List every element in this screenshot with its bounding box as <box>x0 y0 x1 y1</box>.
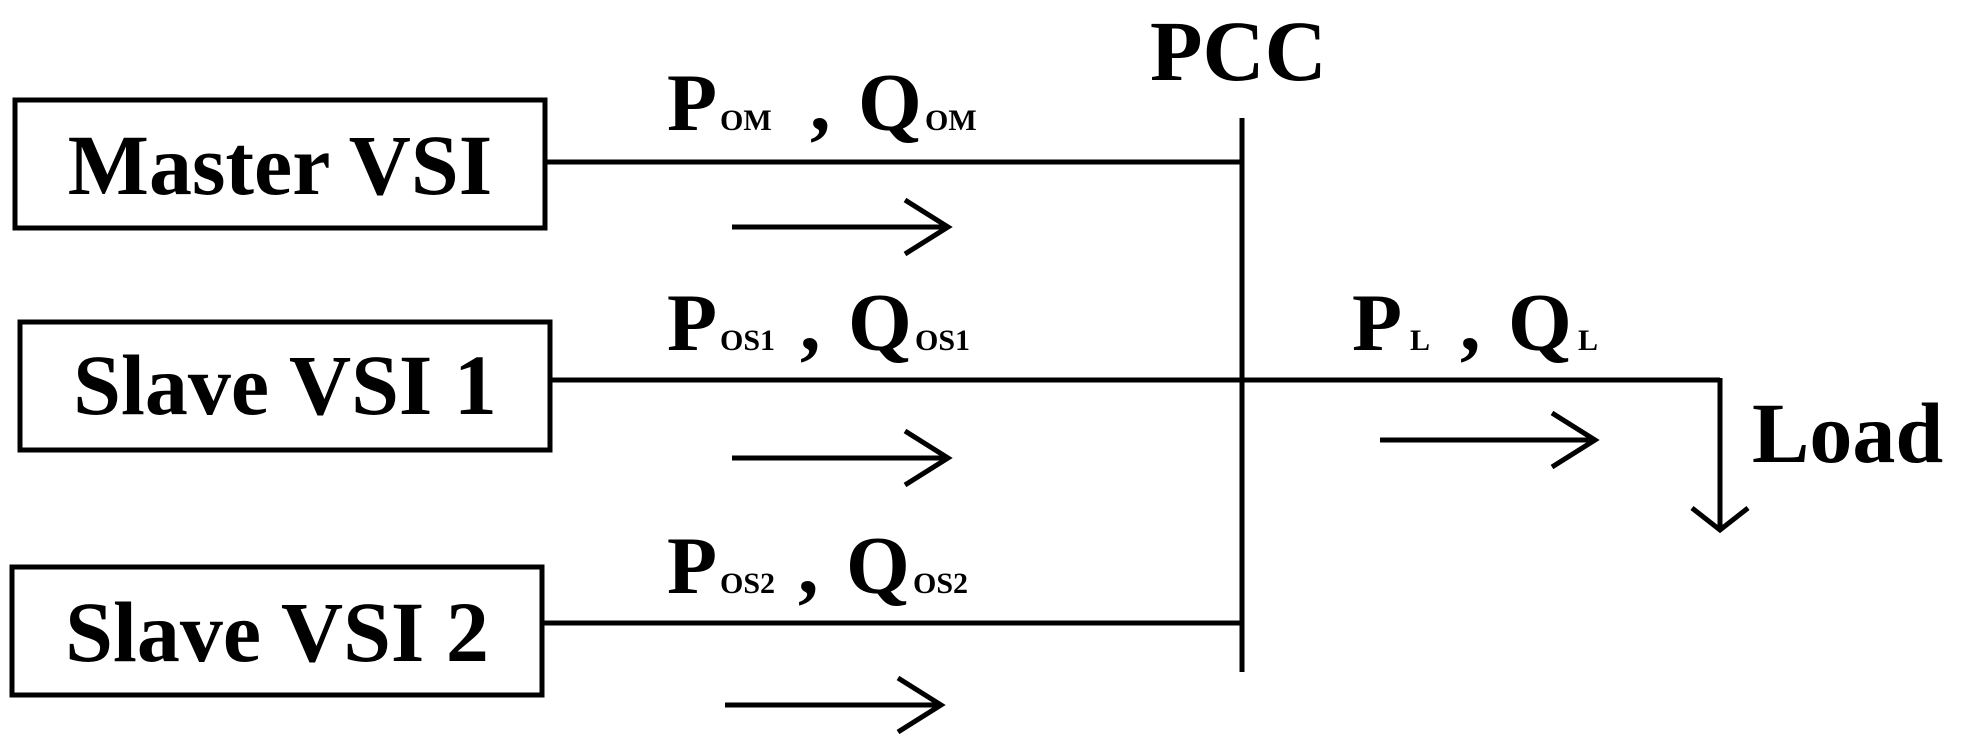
slave-vsi-2-separator: , <box>798 520 819 611</box>
load-p-subscript: L <box>1410 324 1430 357</box>
slave-vsi-1-branch: Slave VSI 1 P OS1 , Q OS1 <box>17 277 1720 488</box>
slave-vsi-1-p-subscript: OS1 <box>720 324 775 357</box>
slave-vsi-2-q-symbol: Q <box>846 520 910 611</box>
slave-vsi-1-flow-arrow <box>732 428 953 488</box>
slave-vsi-1-separator: , <box>800 277 821 368</box>
slave-vsi-2-power-label: P OS2 , Q OS2 <box>667 520 968 611</box>
slave-vsi-1-q-symbol: Q <box>848 277 912 368</box>
load-p-symbol: P <box>1352 277 1402 368</box>
slave-vsi-2-box <box>9 564 545 698</box>
pcc-label: PCC <box>1150 3 1327 99</box>
master-vsi-p-subscript: OM <box>720 104 772 137</box>
master-vsi-q-symbol: Q <box>858 57 922 148</box>
master-vsi-power-label: P OM , Q OM <box>667 57 977 148</box>
slave-vsi-2-label: Slave VSI 2 <box>65 584 489 680</box>
slave-vsi-2-p-symbol: P <box>667 520 717 611</box>
slave-vsi-1-p-symbol: P <box>667 277 717 368</box>
master-vsi-q-subscript: OM <box>925 104 977 137</box>
load-q-subscript: L <box>1578 324 1598 357</box>
load-down-arrow-head <box>1690 506 1750 534</box>
slave-vsi-1-label: Slave VSI 1 <box>73 337 497 433</box>
master-vsi-flow-arrow <box>732 197 953 257</box>
slave-vsi-2-p-subscript: OS2 <box>720 567 775 600</box>
load-label: Load <box>1752 385 1943 481</box>
load-separator: , <box>1460 277 1481 368</box>
master-vsi-separator: , <box>810 57 831 148</box>
load-q-symbol: Q <box>1508 277 1572 368</box>
slave-vsi-2-flow-arrow <box>725 675 946 735</box>
load-flow-arrow <box>1380 410 1600 470</box>
slave-vsi-2-q-subscript: OS2 <box>913 567 968 600</box>
master-vsi-p-symbol: P <box>667 57 717 148</box>
load-branch: P L , Q L Load <box>1352 277 1943 534</box>
slave-vsi-1-box <box>17 319 553 453</box>
master-vsi-branch: Master VSI P OM , Q OM <box>12 57 1242 257</box>
slave-vsi-2-branch: Slave VSI 2 P OS2 , Q OS2 <box>9 520 1242 735</box>
slave-vsi-1-q-subscript: OS1 <box>915 324 970 357</box>
slave-vsi-1-power-label: P OS1 , Q OS1 <box>667 277 970 368</box>
load-power-label: P L , Q L <box>1352 277 1598 368</box>
master-vsi-label: Master VSI <box>68 117 492 213</box>
